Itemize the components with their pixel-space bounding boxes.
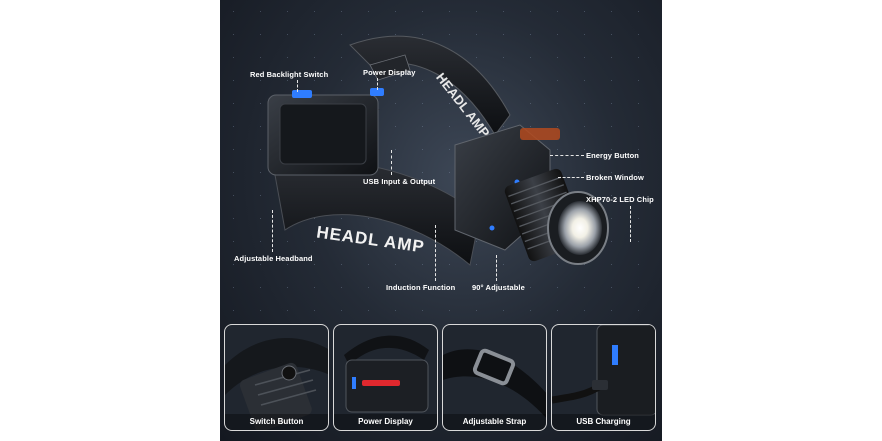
callout-usb-input-output: USB Input & Output <box>363 177 436 186</box>
thumb-usb-charging[interactable]: USB Charging <box>551 324 656 431</box>
leader-broken-window <box>558 177 584 178</box>
switch-button-image <box>225 338 328 430</box>
thumb-power-display[interactable]: Power Display <box>333 324 438 431</box>
callout-red-backlight-switch: Red Backlight Switch <box>250 70 329 79</box>
thumb-adjustable-strap[interactable]: Adjustable Strap <box>442 324 547 431</box>
product-image: HEADL AMP HEADL AMP Red Backlight Switch… <box>220 0 662 441</box>
callout-led-chip: XHP70-2 LED Chip <box>586 195 654 204</box>
leader-led-chip <box>630 206 631 242</box>
thumb-label: Adjustable Strap <box>443 414 546 430</box>
callout-energy-button: Energy Button <box>586 151 639 160</box>
callout-90-adjustable: 90° Adjustable <box>472 283 525 292</box>
callout-adjustable-headband: Adjustable Headband <box>234 254 313 263</box>
thumb-label: Power Display <box>334 414 437 430</box>
leader-red-backlight-switch <box>297 80 298 92</box>
leader-usb-input-output <box>391 150 392 175</box>
thumb-label: Switch Button <box>225 414 328 430</box>
leader-energy-button <box>550 155 584 156</box>
leader-90-adjustable <box>496 255 497 281</box>
power-display-image <box>344 335 429 413</box>
leader-power-display <box>377 78 378 90</box>
leader-adjustable-headband <box>272 210 273 252</box>
feature-thumbnails: Switch Button Power Display Adjustable S… <box>224 324 658 437</box>
usb-charging-image <box>552 325 655 416</box>
leader-induction-function <box>435 225 436 281</box>
thumb-switch-button[interactable]: Switch Button <box>224 324 329 431</box>
callout-induction-function: Induction Function <box>386 283 456 292</box>
thumb-label: USB Charging <box>552 414 655 430</box>
callout-power-display: Power Display <box>363 68 416 77</box>
headlamp-illustration <box>267 35 609 266</box>
callout-broken-window: Broken Window <box>586 173 644 182</box>
adjustable-strap-image <box>443 348 546 418</box>
